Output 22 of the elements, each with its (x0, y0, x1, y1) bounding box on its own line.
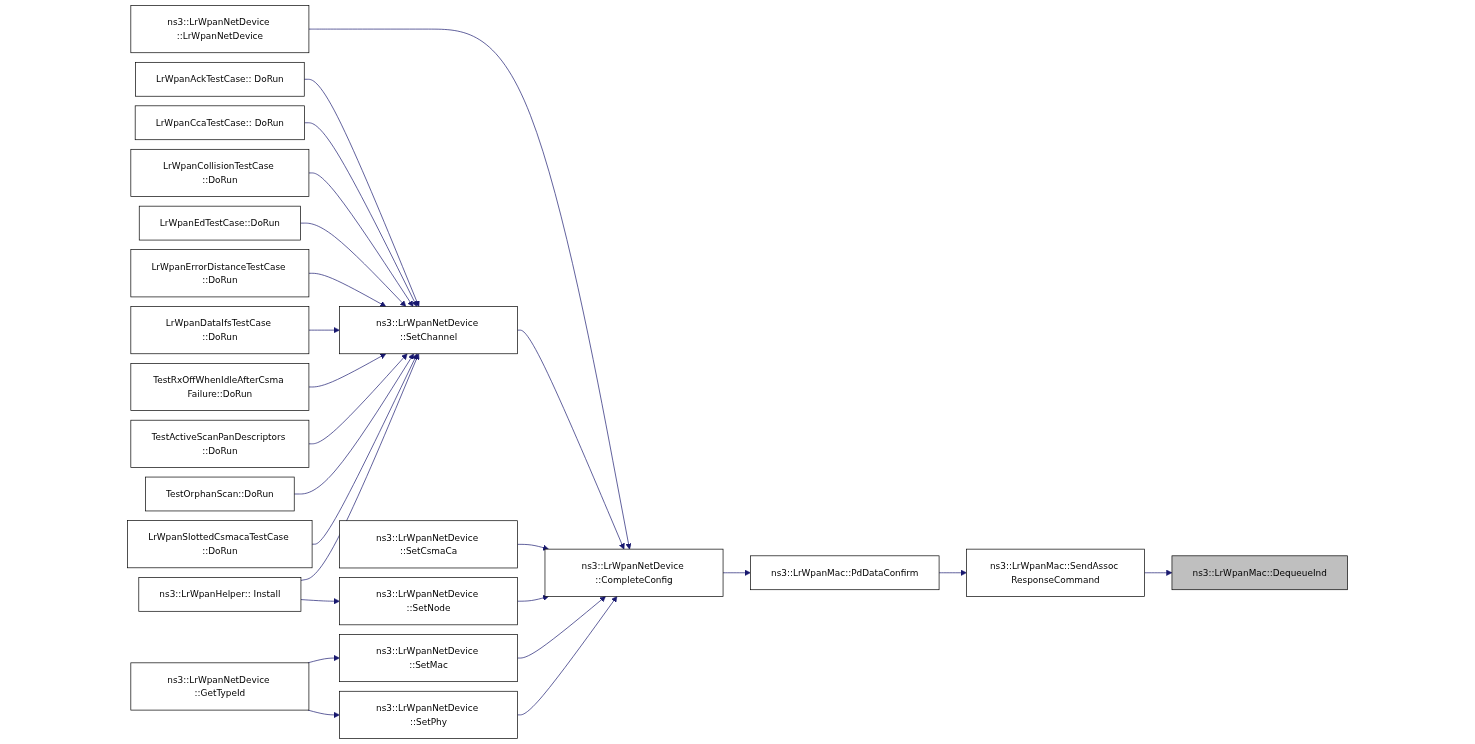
node-box: ns3::LrWpanNetDevice ::SetChannel (339, 306, 518, 355)
node-box: LrWpanDataIfsTestCase ::DoRun (130, 306, 310, 355)
node-box: LrWpanEdTestCase::DoRun (138, 205, 301, 241)
node-box: ns3::LrWpanNetDevice ::GetTypeId (130, 662, 310, 711)
node-box: ns3::LrWpanNetDevice ::SetPhy (339, 690, 518, 739)
node-box: TestRxOffWhenIdleAfterCsma Failure::DoRun (130, 363, 310, 411)
node-box: ns3::LrWpanMac::PdDataConfirm (750, 555, 940, 591)
node-box: ns3::LrWpanNetDevice ::SetCsmaCa (339, 520, 518, 569)
node-box: LrWpanSlottedCsmacaTestCase ::DoRun (127, 520, 313, 569)
node-box: ns3::LrWpanNetDevice ::SetMac (339, 634, 518, 682)
node-box: ns3::LrWpanMac::SendAssoc ResponseCommand (966, 548, 1145, 597)
node-box: ns3::LrWpanNetDevice ::SetNode (339, 577, 518, 626)
node-box: ns3::LrWpanNetDevice ::CompleteConfig (544, 548, 724, 597)
node-box: LrWpanErrorDistanceTestCase ::DoRun (130, 249, 310, 298)
node-box: LrWpanAckTestCase:: DoRun (135, 62, 305, 97)
node-box: ns3::LrWpanHelper:: Install (138, 577, 302, 612)
node-box: LrWpanCollisionTestCase ::DoRun (130, 148, 310, 197)
node-box: ns3::LrWpanMac::DequeueInd (1171, 555, 1348, 591)
node-box: ns3::LrWpanNetDevice ::LrWpanNetDevice (130, 5, 310, 54)
node-box: TestOrphanScan::DoRun (145, 476, 295, 512)
node-box: TestActiveScanPanDescriptors ::DoRun (130, 419, 310, 468)
node-box: LrWpanCcaTestCase:: DoRun (134, 105, 305, 141)
